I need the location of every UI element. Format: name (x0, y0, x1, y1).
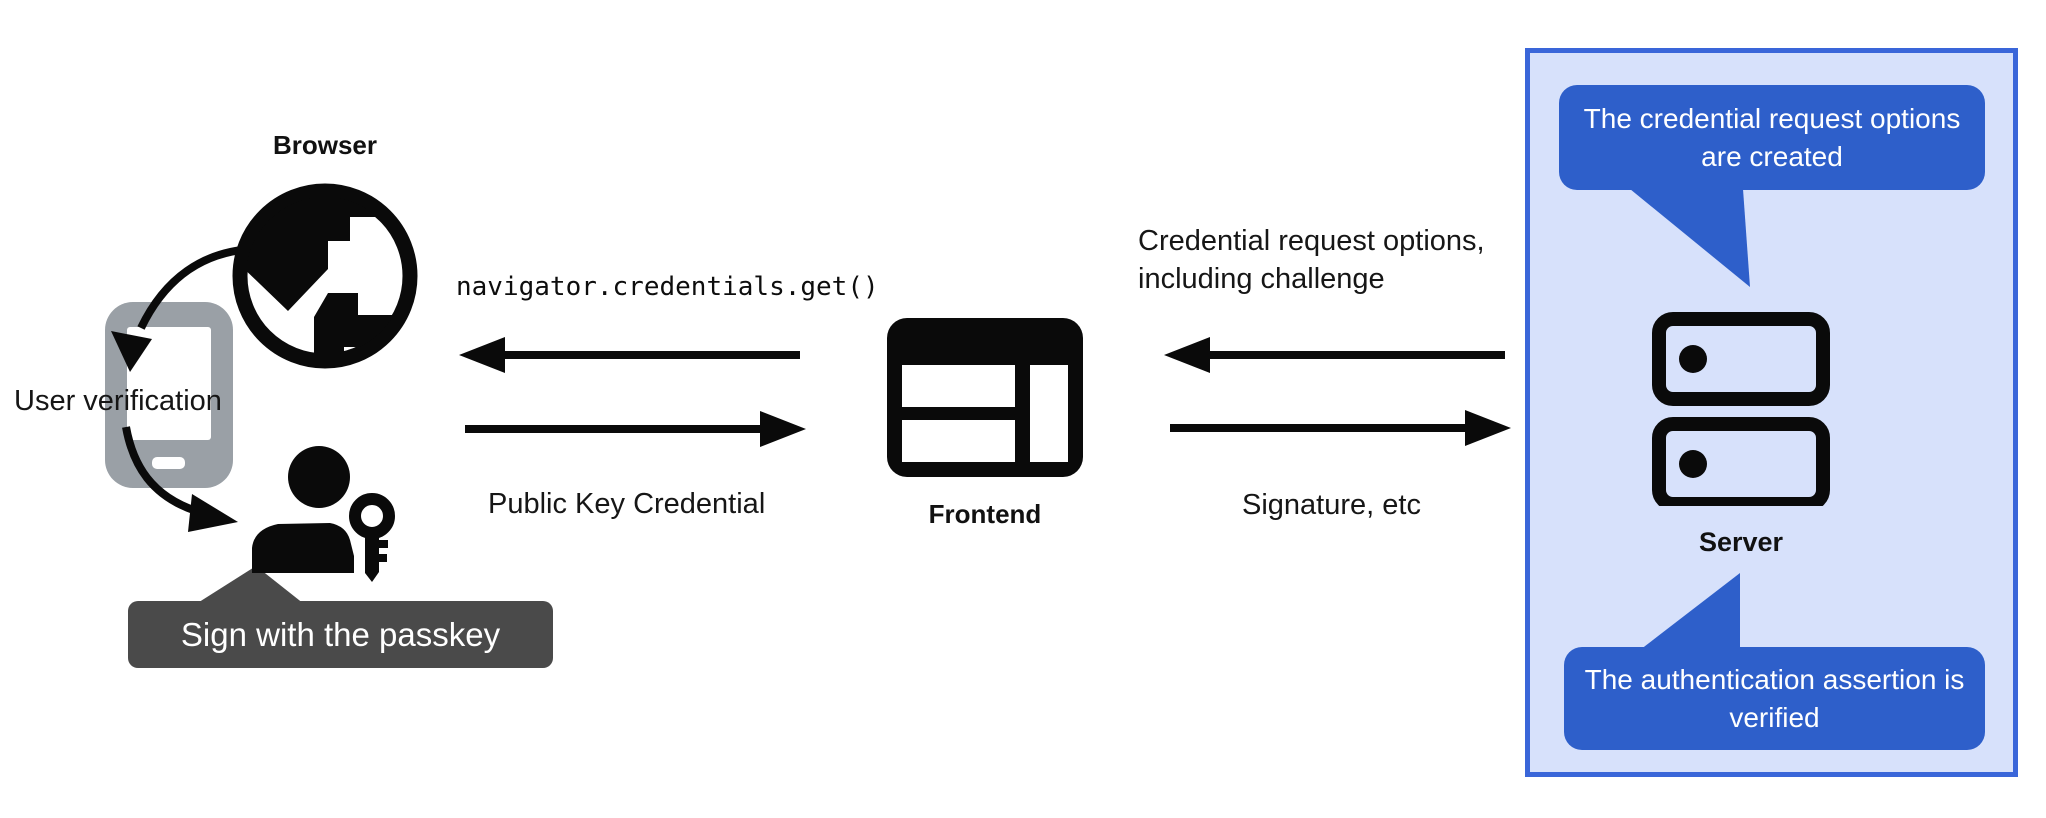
frontend-web-icon (887, 318, 1083, 477)
arrow-server-to-frontend (1164, 337, 1505, 373)
credential-request-options-label: Credential request options,including cha… (1138, 225, 1485, 295)
browser-label: Browser (272, 130, 378, 160)
arrow-browser-to-frontend (465, 411, 806, 447)
arrow-browser-to-phone (111, 245, 253, 372)
user-with-passkey-icon (252, 446, 395, 582)
arrow-phone-to-user (122, 426, 238, 532)
public-key-credential-label: Public Key Credential (488, 488, 766, 520)
bubble-bottom-tail (1636, 573, 1740, 653)
assertion-verified-bubble: The authentication assertion is verified (1564, 647, 1985, 750)
server-icon (1652, 312, 1830, 506)
server-panel: The credential request options are creat… (1525, 48, 2018, 777)
person-icon (252, 446, 354, 573)
arrow-frontend-to-browser (459, 337, 800, 373)
navigator-credentials-get-code: navigator.credentials.get() (456, 272, 879, 302)
tooltip-tail (196, 566, 304, 604)
user-verification-label: User verification (14, 385, 222, 417)
server-label: Server (1698, 527, 1784, 557)
sign-with-passkey-tooltip: Sign with the passkey (128, 601, 553, 668)
frontend-label: Frontend (928, 499, 1042, 529)
signature-label: Signature, etc (1242, 489, 1421, 521)
browser-globe-icon (232, 183, 418, 369)
key-icon (349, 493, 395, 582)
bubble-top-tail (1630, 189, 1750, 287)
credential-options-created-bubble: The credential request options are creat… (1559, 85, 1985, 190)
arrow-frontend-to-server (1170, 410, 1511, 446)
bubble-tails-layer (1630, 189, 1750, 653)
